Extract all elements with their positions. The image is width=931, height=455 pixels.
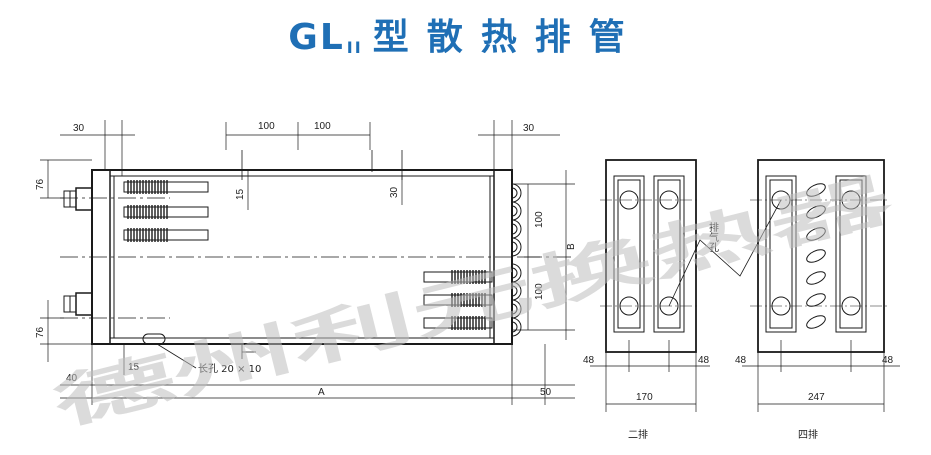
dim-right-100-upper: 100 <box>534 211 545 228</box>
title-chinese: 型散热排管 <box>372 17 643 58</box>
dim-view4-48-right: 48 <box>882 355 894 366</box>
dim-left-76-top: 76 <box>35 178 46 190</box>
dimension-lines <box>40 120 575 405</box>
dim-15-vertical: 15 <box>235 188 246 200</box>
dim-bottom-15: 15 <box>128 362 140 373</box>
view4-caption: 四排 <box>798 428 818 441</box>
dim-view2-170: 170 <box>636 392 653 403</box>
front-view <box>60 150 575 369</box>
dim-right-B: B <box>566 243 577 250</box>
slot-hole <box>142 333 166 345</box>
four-row-left-header <box>765 175 797 333</box>
slot-note: 长孔 20 × 10 <box>198 363 261 375</box>
two-row-right-header <box>653 175 685 333</box>
two-row-view <box>590 159 710 412</box>
dim-top-right-30: 30 <box>523 123 535 134</box>
dim-left-76-bottom: 76 <box>35 326 46 338</box>
title-prefix: GL <box>288 17 345 58</box>
dim-bottom-A: A <box>318 387 325 398</box>
return-bends <box>511 183 522 337</box>
dim-view4-48-left: 48 <box>735 355 747 366</box>
lower-finned-tubes <box>423 270 493 330</box>
two-row-frame <box>605 159 697 353</box>
dim-view4-247: 247 <box>808 392 825 403</box>
upper-finned-tubes <box>123 180 209 242</box>
dim-right-100-lower: 100 <box>534 283 545 300</box>
dim-view2-48-left: 48 <box>583 355 595 366</box>
dim-bottom-50: 50 <box>540 387 552 398</box>
four-row-right-header <box>835 175 867 333</box>
slot-leader <box>156 343 197 369</box>
dim-top-left-30: 30 <box>73 123 85 134</box>
watermark: 德州利元换热器 <box>47 164 900 439</box>
four-row-view <box>742 159 900 412</box>
bottom-tick <box>241 345 256 359</box>
four-row-frame <box>757 159 885 353</box>
dim-bottom-40: 40 <box>66 373 78 384</box>
dim-top-100-a: 100 <box>258 121 275 132</box>
lower-nozzle <box>63 292 93 316</box>
dim-view2-48-right: 48 <box>698 355 710 366</box>
view2-caption: 二排 <box>628 428 648 441</box>
front-inner-frame <box>109 175 495 339</box>
vent-note: 排气孔 <box>707 221 719 253</box>
dim-top-100-b: 100 <box>314 121 331 132</box>
top-ticks <box>235 150 403 180</box>
vent-leader <box>668 199 782 307</box>
dim-30-vertical: 30 <box>389 186 400 198</box>
two-row-left-header <box>613 175 645 333</box>
title-subscript: II <box>346 38 363 57</box>
four-row-bends <box>806 183 826 329</box>
upper-nozzle <box>63 187 93 211</box>
